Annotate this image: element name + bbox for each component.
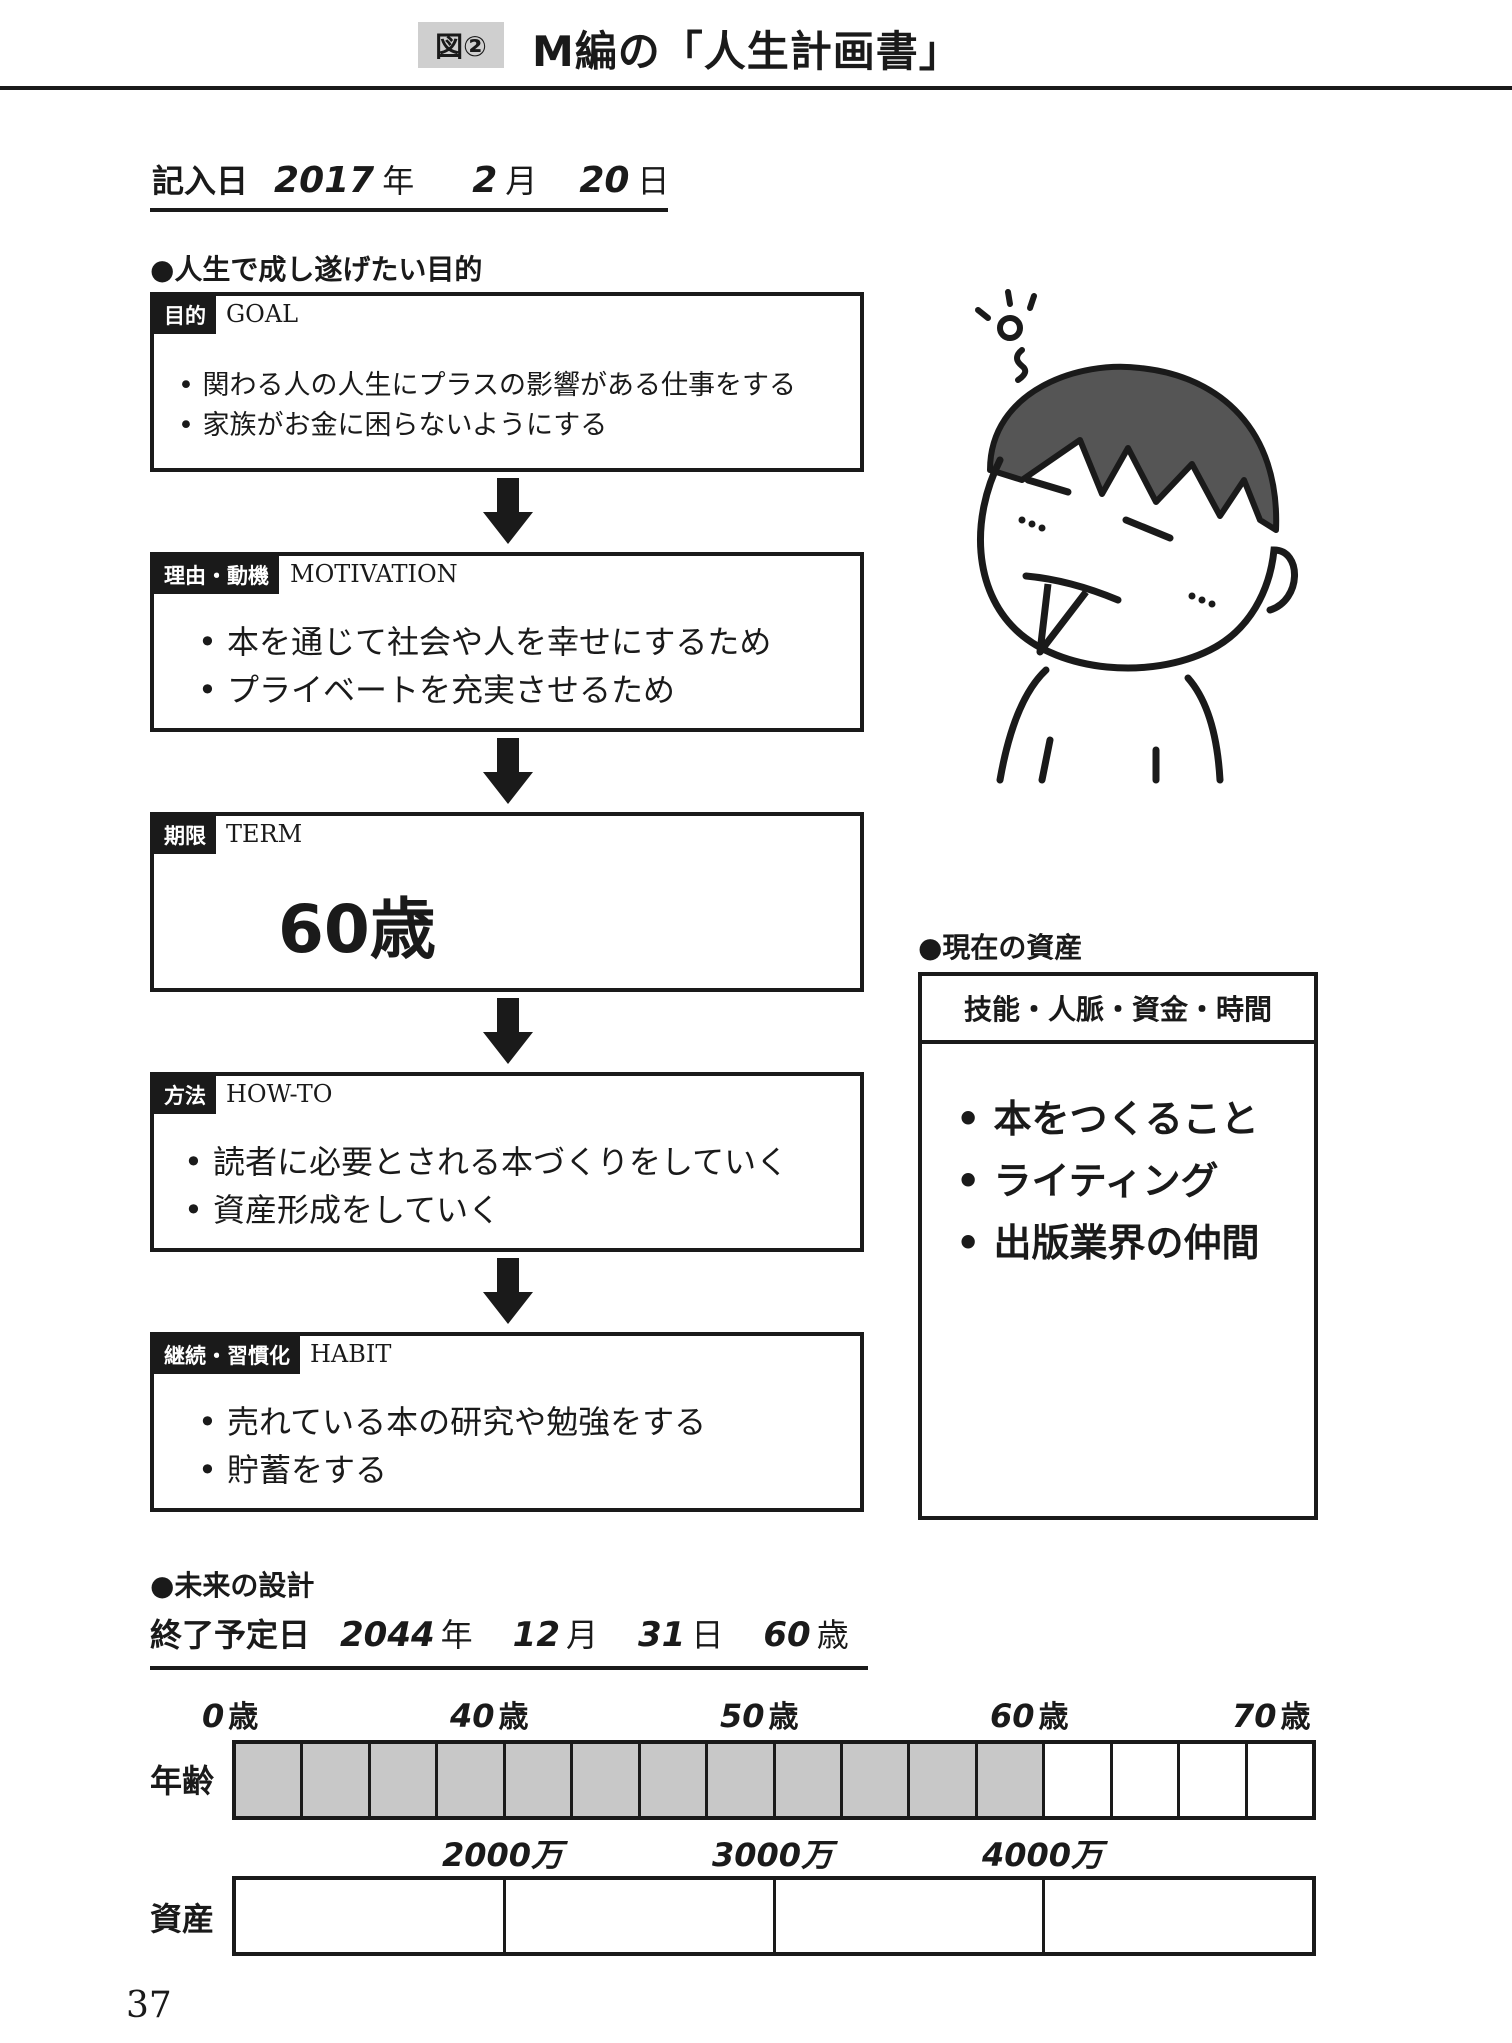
age-cell-filled	[573, 1744, 641, 1816]
money-tick-label: 3000万	[712, 1836, 834, 1874]
header-rule	[0, 86, 1512, 90]
money-tick-label: 4000万	[982, 1836, 1104, 1874]
motivation-item: プライベートを充実させるため	[198, 666, 771, 714]
future-section-label: ●未来の設計	[150, 1569, 315, 1602]
age-cell-filled	[640, 1744, 709, 1816]
motivation-item: 本を通じて社会や人を幸せにするため	[198, 618, 771, 666]
goal-en-label: GOAL	[226, 300, 299, 328]
howto-box: 方法 HOW-TO 読者に必要とされる本づくりをしていく 資産形成をしていく	[150, 1072, 864, 1252]
howto-tag: 方法	[154, 1076, 216, 1114]
end-date: 終了予定日 2044 年 12 月 31 日 60 歳	[150, 1610, 849, 1656]
motivation-tag: 理由・動機	[154, 556, 279, 594]
end-month-unit: 月	[566, 1616, 599, 1654]
entry-date-rule	[150, 208, 668, 212]
asset-item: ライティング	[956, 1150, 1260, 1212]
habit-item: 売れている本の研究や勉強をする	[198, 1398, 706, 1446]
figure-number-badge: 図②	[418, 22, 504, 68]
age-cell-empty	[1113, 1744, 1181, 1816]
age-cell-filled	[303, 1744, 371, 1816]
howto-item: 資産形成をしていく	[184, 1186, 788, 1234]
age-cell-filled	[775, 1744, 843, 1816]
age-cell-filled	[505, 1744, 574, 1816]
end-day-unit: 日	[691, 1616, 724, 1654]
down-arrow-icon	[483, 478, 533, 544]
motivation-list: 本を通じて社会や人を幸せにするため プライベートを充実させるため	[198, 618, 771, 714]
age-cell-filled	[236, 1744, 304, 1816]
goal-item: 関わる人の人生にプラスの影響がある仕事をする	[178, 366, 796, 406]
age-cell-filled	[842, 1744, 911, 1816]
end-date-label: 終了予定日	[150, 1616, 311, 1654]
asset-row-label: 資産	[150, 1900, 215, 1938]
asset-item: 本をつくること	[956, 1088, 1260, 1150]
assets-header: 技能・人脈・資金・時間	[922, 976, 1314, 1044]
end-month: 12	[512, 1615, 560, 1655]
goal-list: 関わる人の人生にプラスの影響がある仕事をする 家族がお金に困らないようにする	[178, 366, 796, 446]
assets-section-label: ●現在の資産	[918, 931, 1083, 964]
end-age: 60	[763, 1615, 811, 1655]
goal-item: 家族がお金に困らないようにする	[178, 406, 796, 446]
assets-list: 本をつくること ライティング 出版業界の仲間	[956, 1088, 1260, 1274]
term-value: 60歳	[278, 891, 436, 968]
age-cell-filled	[708, 1744, 776, 1816]
howto-list: 読者に必要とされる本づくりをしていく 資産形成をしていく	[184, 1138, 788, 1234]
entry-year: 2017	[274, 160, 375, 201]
habit-tag: 継続・習慣化	[154, 1336, 300, 1374]
end-year-unit: 年	[440, 1616, 473, 1654]
age-cell-empty	[1180, 1744, 1248, 1816]
purpose-section-label: ●人生で成し遂げたい目的	[150, 253, 483, 286]
down-arrow-icon	[483, 998, 533, 1064]
entry-date-label: 記入日	[152, 162, 249, 200]
age-cell-empty	[1248, 1744, 1312, 1816]
motivation-box: 理由・動機 MOTIVATION 本を通じて社会や人を幸せにするため プライベー…	[150, 552, 864, 732]
entry-date: 記入日 2017 年 2 月 20 日	[152, 156, 703, 206]
age-cell-filled	[910, 1744, 978, 1816]
end-year: 2044	[340, 1615, 435, 1655]
howto-en-label: HOW-TO	[226, 1080, 333, 1108]
end-age-unit: 歳	[816, 1616, 849, 1654]
howto-item: 読者に必要とされる本づくりをしていく	[184, 1138, 788, 1186]
end-day: 31	[638, 1615, 686, 1655]
down-arrow-icon	[483, 738, 533, 804]
boy-illustration	[975, 289, 1298, 784]
age-cell-filled	[438, 1744, 506, 1816]
term-tag: 期限	[154, 816, 216, 854]
age-row-label: 年齢	[150, 1762, 215, 1800]
goal-tag: 目的	[154, 296, 216, 334]
money-tick-label: 2000万	[442, 1836, 564, 1874]
asset-cell	[776, 1880, 1046, 1952]
end-date-rule	[150, 1666, 868, 1670]
age-cell-empty	[1045, 1744, 1113, 1816]
goal-box: 目的 GOAL 関わる人の人生にプラスの影響がある仕事をする 家族がお金に困らな…	[150, 292, 864, 472]
entry-day: 20	[579, 160, 630, 201]
entry-day-unit: 日	[637, 162, 670, 200]
down-arrow-icon	[483, 1258, 533, 1324]
habit-en-label: HABIT	[310, 1340, 392, 1368]
motivation-en-label: MOTIVATION	[290, 560, 458, 588]
entry-year-unit: 年	[382, 162, 415, 200]
asset-cell	[1045, 1880, 1312, 1952]
habit-item: 貯蓄をする	[198, 1446, 706, 1494]
habit-list: 売れている本の研究や勉強をする 貯蓄をする	[198, 1398, 706, 1494]
entry-month: 2	[472, 160, 498, 201]
term-en-label: TERM	[226, 820, 303, 848]
entry-month-unit: 月	[505, 162, 538, 200]
page-title: M編の「人生計画書」	[532, 27, 962, 76]
asset-cell	[506, 1880, 776, 1952]
age-cell-filled	[370, 1744, 439, 1816]
asset-item: 出版業界の仲間	[956, 1212, 1260, 1274]
assets-box: 技能・人脈・資金・時間 本をつくること ライティング 出版業界の仲間	[918, 972, 1318, 1520]
asset-cell	[236, 1880, 506, 1952]
habit-box: 継続・習慣化 HABIT 売れている本の研究や勉強をする 貯蓄をする	[150, 1332, 864, 1512]
age-bar	[232, 1740, 1316, 1820]
term-box: 期限 TERM 60歳	[150, 812, 864, 992]
page-number: 37	[126, 1985, 172, 2026]
age-cell-filled	[977, 1744, 1046, 1816]
asset-bar	[232, 1876, 1316, 1956]
